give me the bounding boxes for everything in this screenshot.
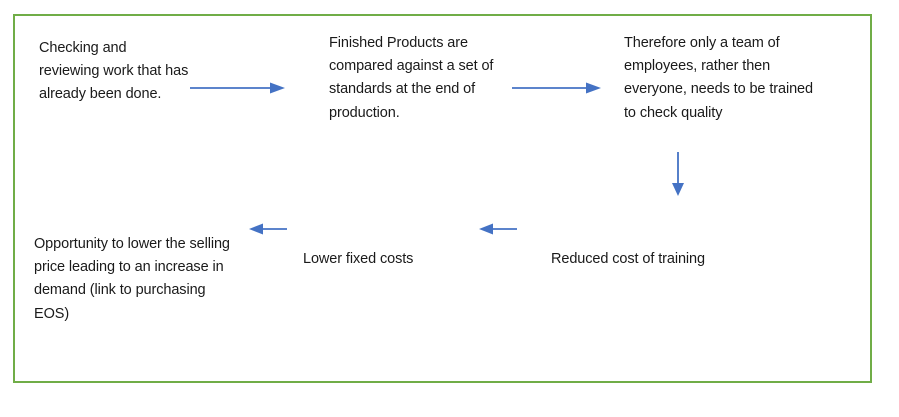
node-opportunity-lower-price: Opportunity to lower the selling price l… [34,236,230,322]
node-reduced-cost-of-training: Reduced cost of training [551,251,705,267]
arrow-left-icon-2 [248,221,288,237]
node-finished-products: Finished Products are compared against a… [329,35,494,121]
arrow-down-icon [669,152,687,198]
arrow-right-icon-2 [512,80,602,96]
arrow-left-icon-1 [478,221,518,237]
node-lower-fixed-costs: Lower fixed costs [303,251,414,267]
node-checking-reviewing: Checking and reviewing work that has alr… [39,40,189,103]
diagram-border [13,14,872,383]
node-team-of-employees: Therefore only a team of employees, rath… [624,35,813,121]
arrow-right-icon-1 [190,80,286,96]
